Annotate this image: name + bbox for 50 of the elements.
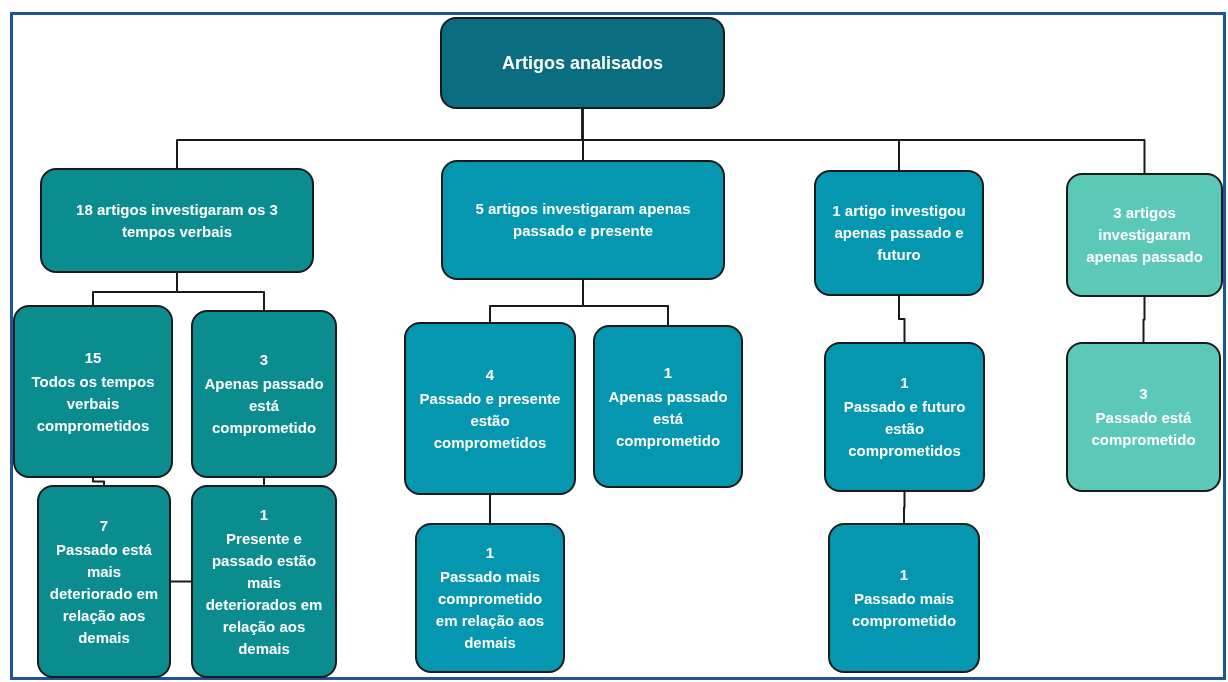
count-label: 3 <box>1139 384 1148 404</box>
category-box <box>191 310 337 478</box>
connector-line <box>582 279 669 326</box>
connector-line <box>581 108 1146 174</box>
connector-line <box>903 491 906 524</box>
count-label: 1 <box>900 373 909 393</box>
box-text: Passado mais comprometido <box>850 589 958 631</box>
box-text: Passado está mais deteriorado em relação aos demais <box>48 539 160 648</box>
box-text: Presente e passado estão mais deteriorados em relação aos demais <box>204 528 324 659</box>
count-label: 3 <box>259 350 269 370</box>
category-box <box>415 523 565 673</box>
category-box <box>404 322 576 495</box>
box-text: Apenas passado está comprometido <box>203 374 325 438</box>
count-label: 1 <box>485 543 495 563</box>
box-text: 18 artigos investigaram os 3 tempos verbais <box>75 199 279 242</box>
box-text: Todos os tempos verbais comprometidos <box>30 371 156 436</box>
category-box <box>593 325 743 488</box>
box-text: Passado está comprometido <box>1090 408 1197 450</box>
category-box <box>191 485 337 678</box>
box-text: Artigos analisados <box>501 52 663 74</box>
box-text: 3 artigos investigaram apenas passado <box>1085 203 1204 267</box>
category-box <box>814 170 984 296</box>
count-label: 1 <box>899 565 909 585</box>
box-text: Passado e futuro estão comprometidos <box>842 397 967 461</box>
connector-line <box>92 477 105 486</box>
category-box <box>824 342 985 492</box>
connector-line <box>1142 296 1146 343</box>
box-text: Passado mais comprometido em relação aos demais <box>434 567 546 653</box>
box-text: Apenas passado está comprometido <box>607 386 729 451</box>
count-label: 1 <box>663 362 673 383</box>
count-label: 15 <box>84 347 102 368</box>
connector-line <box>176 272 265 311</box>
connector-line <box>263 477 265 486</box>
connector-line <box>898 295 906 343</box>
category-box <box>37 485 171 678</box>
box-text: 1 artigo investigou apenas passado e futuro <box>831 201 967 265</box>
count-label: 7 <box>99 515 109 536</box>
connector-line <box>170 580 192 583</box>
box-text: 5 artigos investigaram apenas passado e presente <box>474 199 692 241</box>
category-box <box>13 305 173 478</box>
root-box <box>440 17 725 109</box>
category-box <box>1066 173 1223 297</box>
category-box <box>441 160 725 280</box>
count-label: 1 <box>259 504 269 525</box>
category-box <box>1066 342 1221 492</box>
category-box <box>40 168 314 273</box>
category-box <box>828 523 980 673</box>
count-label: 4 <box>485 364 495 385</box>
connector-line <box>489 494 491 524</box>
box-text: Passado e presente estão comprometidos <box>418 388 562 453</box>
